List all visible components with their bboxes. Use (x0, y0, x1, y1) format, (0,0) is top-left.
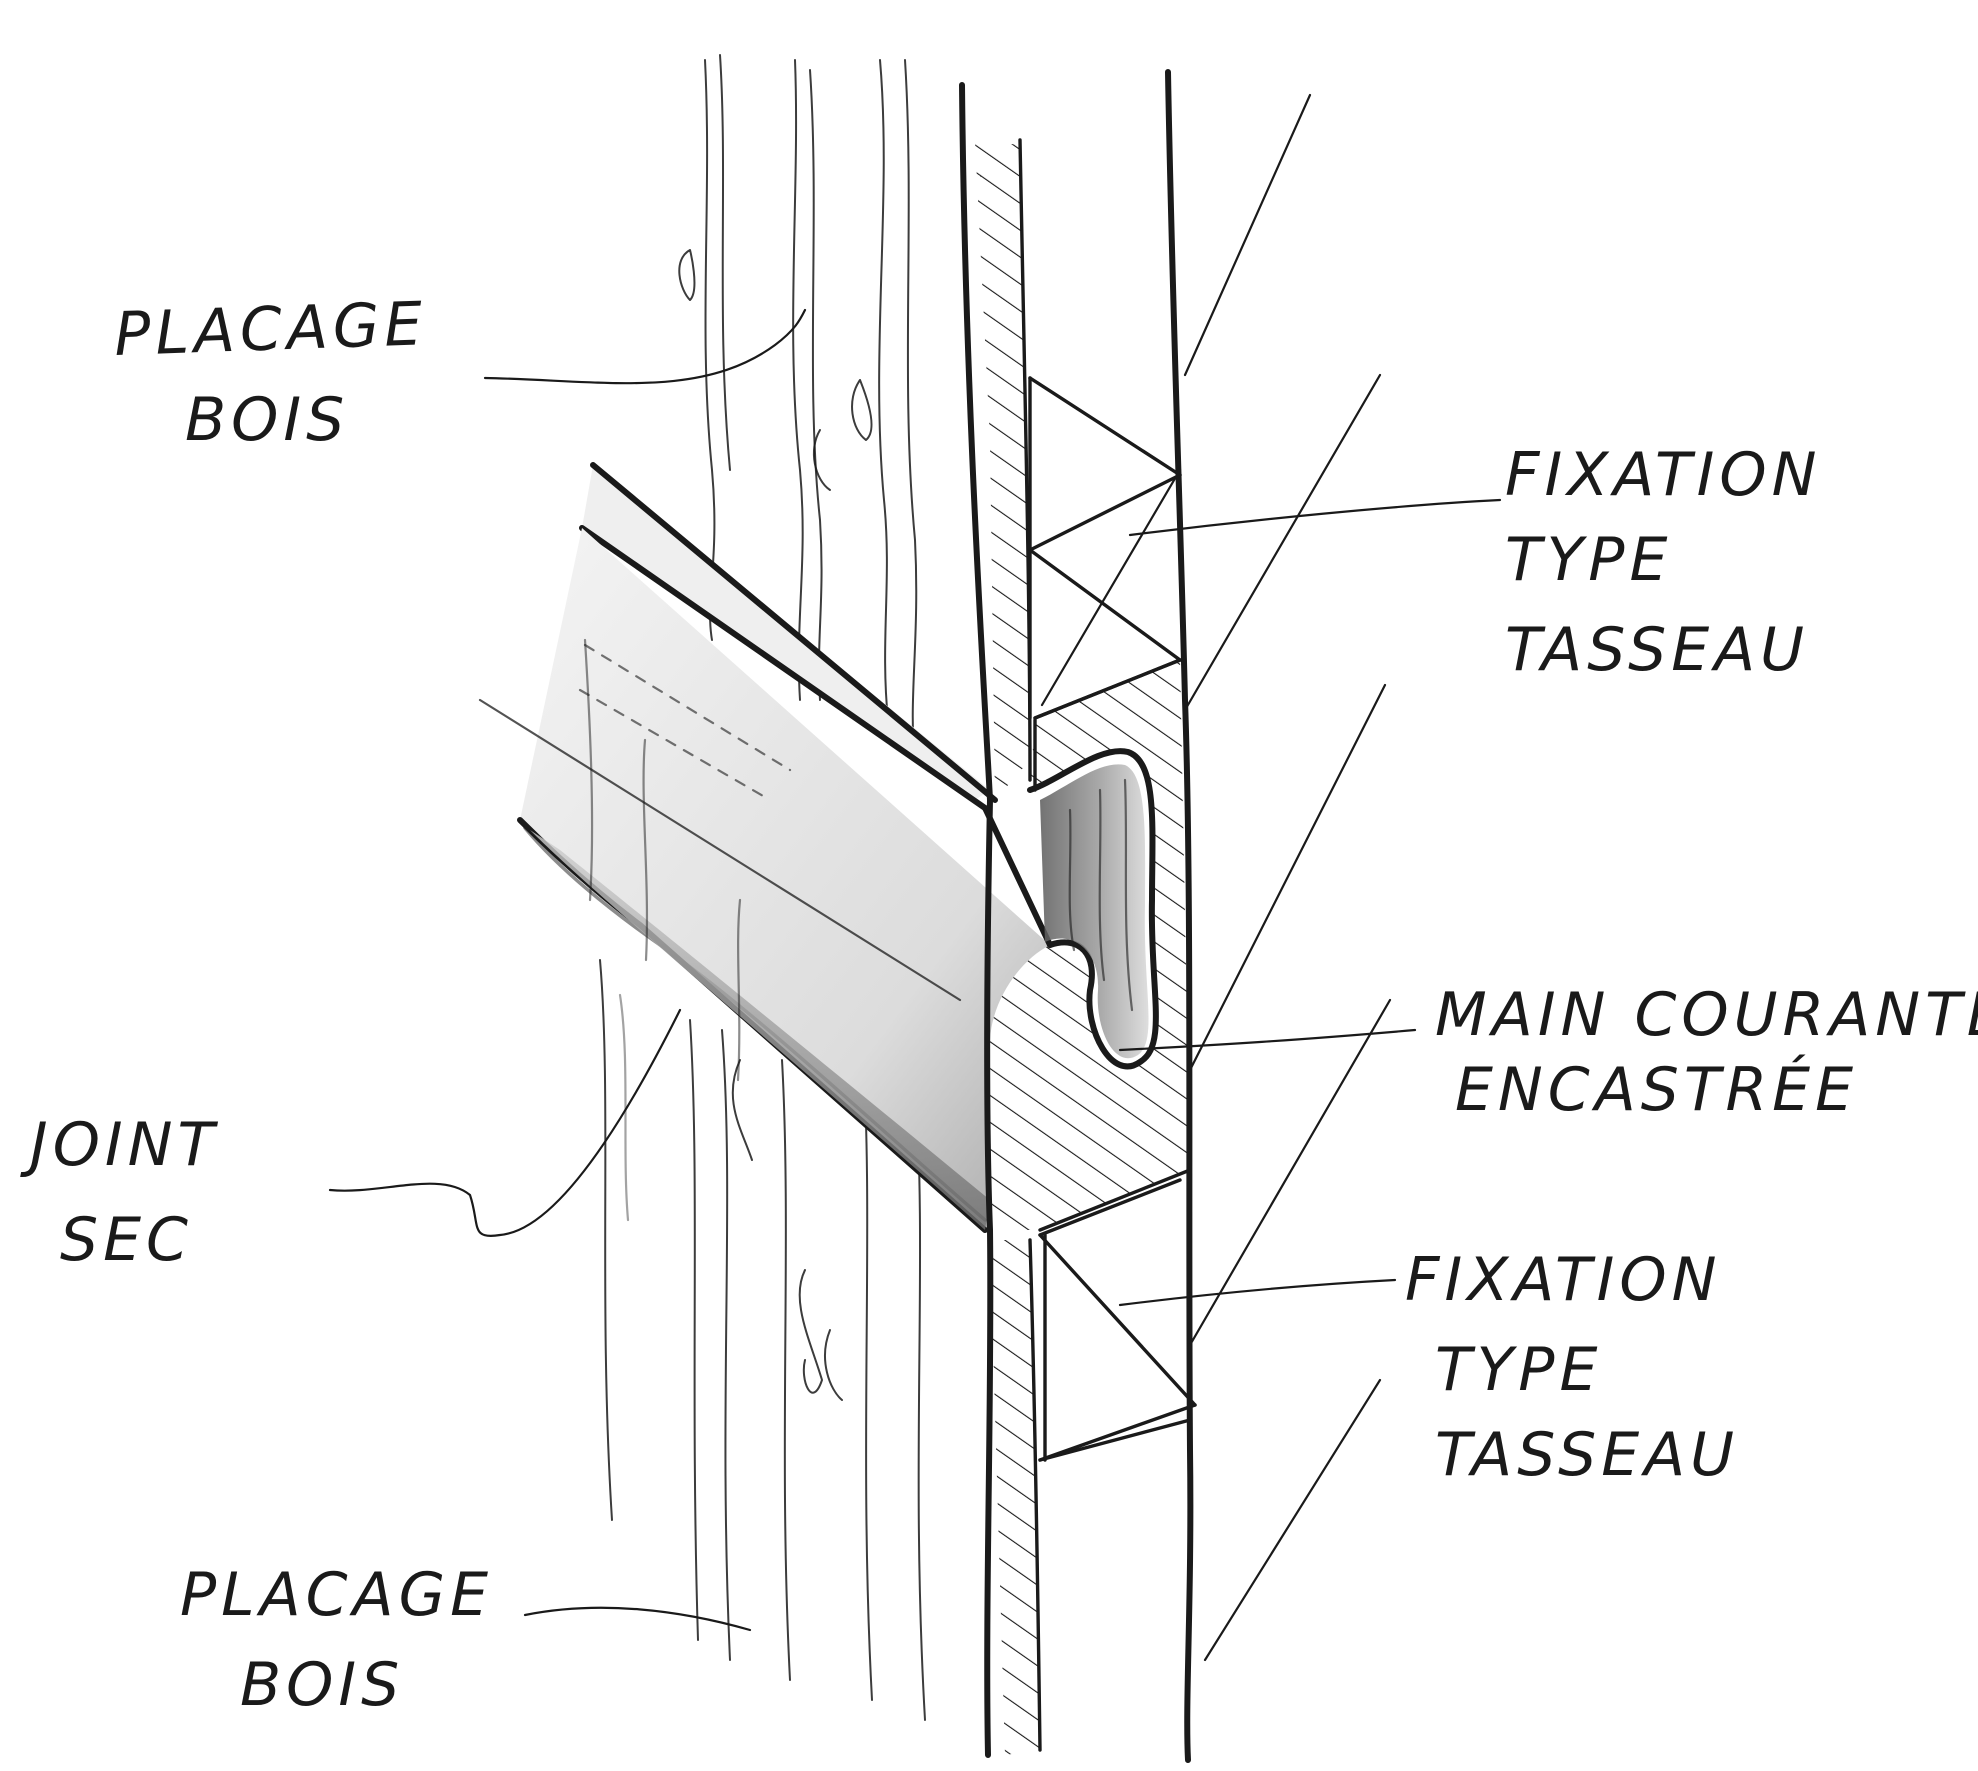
label-fixation-bottom-1: FIXATION (1405, 1245, 1721, 1315)
label-placage-top-1: PLACAGE (113, 289, 428, 370)
label-joint-2: SEC (60, 1205, 193, 1275)
label-fixation-top-3: TASSEAU (1505, 615, 1809, 685)
leader-fixation-top (1128, 498, 1502, 537)
leader-fixation-bottom (1118, 1278, 1397, 1307)
wood-veneer-lower (328, 959, 926, 1721)
label-placage-bottom-1: PLACAGE (180, 1560, 493, 1630)
label-joint-1: JOINT (20, 1110, 219, 1180)
wood-veneer-upper (483, 54, 918, 761)
leader-lines (1118, 498, 1502, 1307)
label-main-courante-1: MAIN COURANTE (1435, 980, 1978, 1050)
label-fixation-bottom-2: TYPE (1435, 1335, 1602, 1405)
label-placage-bottom-2: BOIS (240, 1650, 404, 1720)
label-fixation-top-1: FIXATION (1505, 440, 1821, 510)
label-placage-top-2: BOIS (185, 385, 349, 455)
labels: PLACAGE BOIS FIXATION TYPE TASSEAU MAIN … (20, 289, 1978, 1720)
wall-section (959, 69, 1392, 1763)
handrail-profile (478, 462, 1053, 1233)
leader-main-courante (1118, 1028, 1417, 1052)
label-main-courante-2: ENCASTRÉE (1455, 1053, 1858, 1125)
label-fixation-top-2: TYPE (1505, 525, 1672, 595)
label-fixation-bottom-3: TASSEAU (1435, 1420, 1739, 1490)
